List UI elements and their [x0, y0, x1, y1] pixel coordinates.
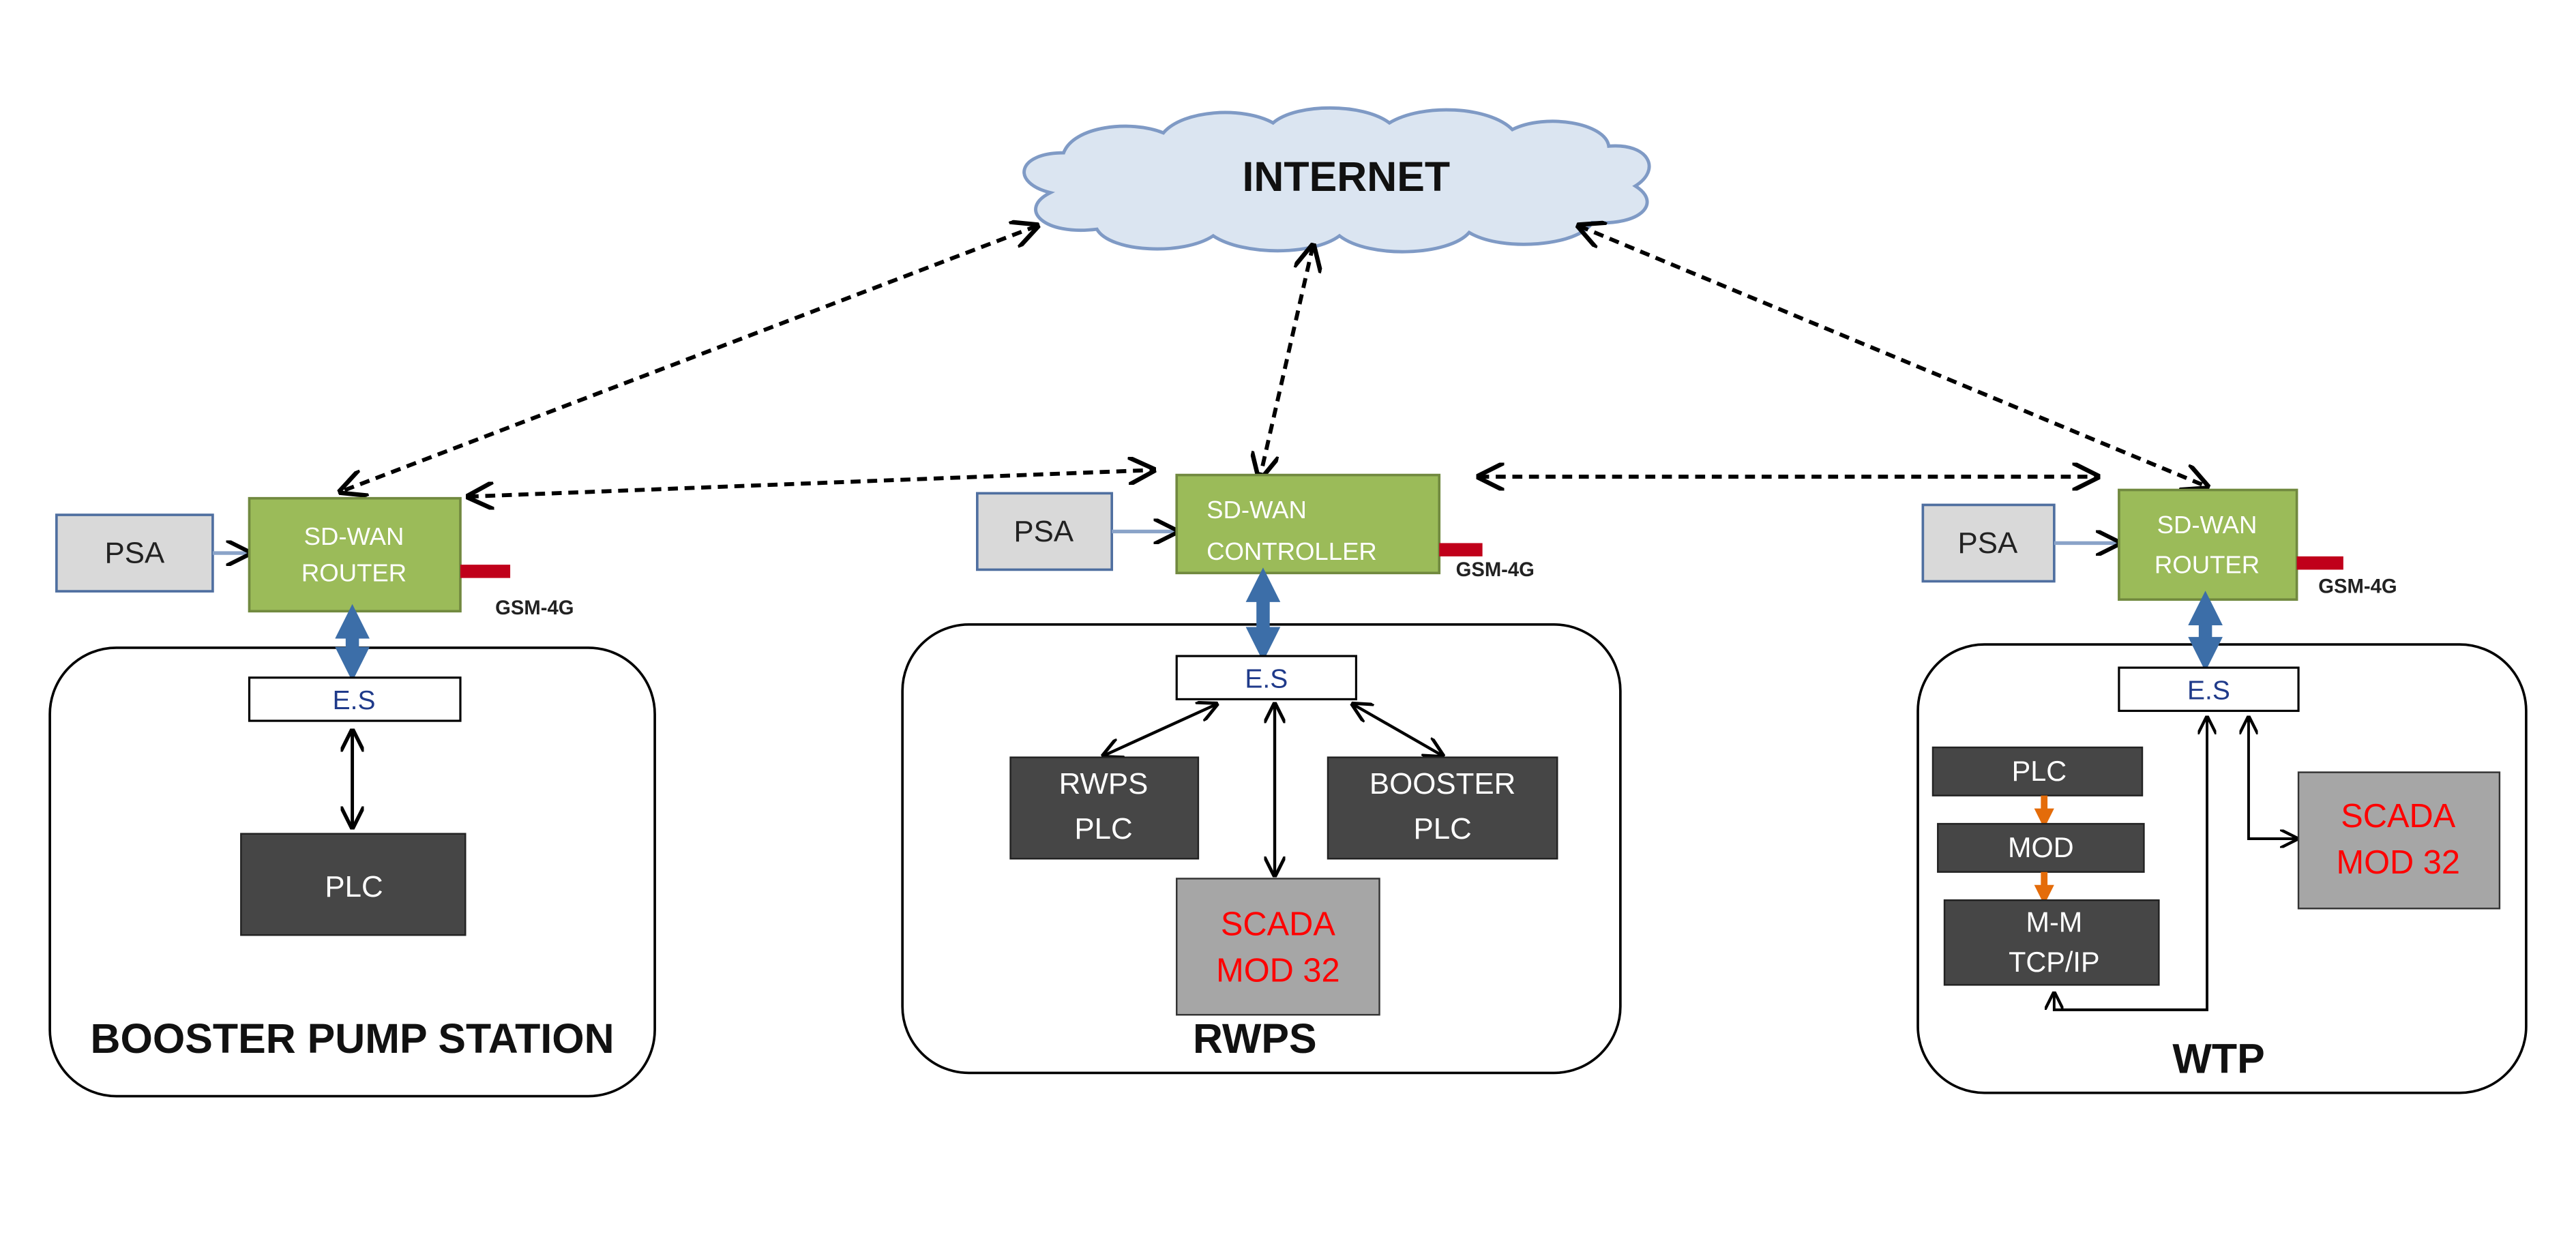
scada-label-line2: MOD 32	[1216, 952, 1339, 989]
es-rwps-plc-link	[1104, 704, 1217, 756]
psa-box	[55, 513, 214, 593]
scada-label-line1: SCADA	[2341, 798, 2455, 835]
mm-label-line1: M-M	[2026, 906, 2082, 938]
mod-label: MOD	[2008, 832, 2074, 863]
gsm-module	[2296, 556, 2343, 570]
ethernet-switch	[2118, 666, 2300, 713]
wtp-site: PSA SD-WAN ROUTER GSM-4G E.S PLC MOD M-M…	[1916, 488, 2528, 1094]
rwps-plc-box	[1009, 756, 1200, 860]
scada-label-line1: SCADA	[1221, 906, 1335, 942]
site-label: WTP	[2172, 1035, 2264, 1081]
site-label: RWPS	[1193, 1015, 1317, 1062]
gsm-label: GSM-4G	[1456, 559, 1535, 581]
es-scada-link	[2249, 717, 2297, 839]
sd-wan-router	[248, 496, 462, 613]
sd-wan-router	[2118, 488, 2298, 601]
router-label-line1: SD-WAN	[2157, 511, 2257, 539]
ethernet-switch	[1175, 655, 1357, 700]
router-label-line2: ROUTER	[301, 558, 406, 586]
gsm-label: GSM-4G	[495, 597, 574, 619]
plc-label: PLC	[2012, 756, 2067, 787]
link-cloud-right-router	[1579, 226, 2207, 486]
mm-label-line2: TCP/IP	[2009, 946, 2099, 978]
sd-wan-controller	[1175, 473, 1441, 575]
controller-label-line2: CONTROLLER	[1206, 537, 1377, 565]
gsm-label: GSM-4G	[2318, 576, 2397, 598]
psa-label: PSA	[105, 537, 166, 570]
plc-label: PLC	[325, 870, 383, 904]
es-label: E.S	[333, 686, 376, 715]
rwps-plc-label-line2: PLC	[1074, 812, 1132, 846]
cloud-shape	[1022, 106, 1651, 254]
rwps-plc-label-line1: RWPS	[1059, 767, 1149, 801]
gsm-module	[1439, 543, 1483, 556]
gsm-module	[460, 565, 511, 578]
mm-es-link	[2054, 717, 2207, 1011]
booster-pump-station-site: PSA SD-WAN ROUTER GSM-4G E.S PLC BOOSTER…	[48, 496, 656, 1098]
scada-box	[2297, 771, 2501, 910]
booster-plc-label-line2: PLC	[1413, 812, 1471, 846]
link-cloud-left-router	[341, 226, 1037, 492]
booster-plc-label-line1: BOOSTER	[1370, 767, 1515, 801]
router-label-line1: SD-WAN	[304, 522, 404, 550]
wan-links	[341, 226, 2207, 496]
scada-label-line2: MOD 32	[2337, 844, 2460, 881]
plc-box	[240, 833, 467, 936]
rwps-site: PSA SD-WAN CONTROLLER GSM-4G E.S RWPS PL…	[901, 473, 1622, 1075]
es-label: E.S	[2187, 676, 2230, 705]
internet-label: INTERNET	[1243, 153, 1451, 200]
psa-label: PSA	[1958, 526, 2019, 560]
router-label-line2: ROUTER	[2155, 550, 2260, 578]
es-booster-plc-link	[1353, 704, 1443, 756]
link-left-router-controller	[469, 470, 1153, 496]
scada-box	[1176, 878, 1380, 1016]
es-label: E.S	[1245, 664, 1288, 693]
psa-label: PSA	[1013, 515, 1074, 548]
booster-plc-box	[1327, 756, 1558, 860]
link-cloud-controller	[1260, 245, 1313, 478]
site-label: BOOSTER PUMP STATION	[91, 1015, 615, 1062]
ethernet-switch	[248, 676, 462, 722]
internet-cloud: INTERNET	[1022, 106, 1651, 254]
controller-label-line1: SD-WAN	[1206, 496, 1307, 524]
